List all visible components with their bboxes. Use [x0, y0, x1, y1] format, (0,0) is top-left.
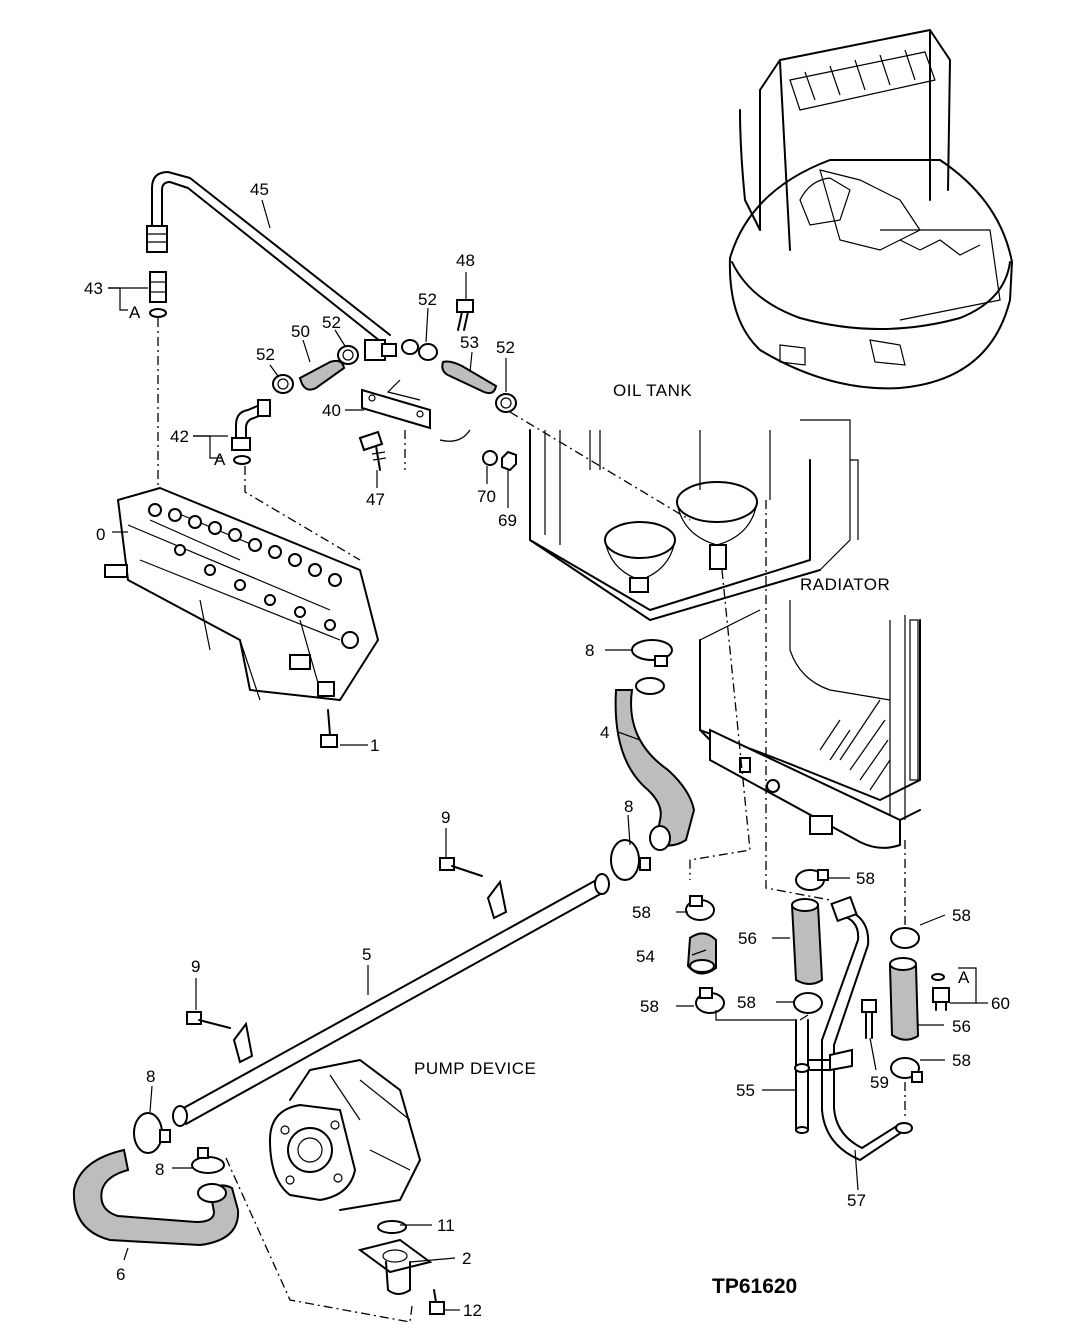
callout-47: 47: [366, 490, 385, 509]
callout-12: 12: [463, 1301, 482, 1320]
leader-lines: [108, 199, 988, 1311]
callout-42: 42: [170, 427, 189, 446]
pump-device: [268, 1059, 445, 1315]
callout-52-right: 52: [496, 338, 515, 357]
pipe-45: [146, 171, 391, 346]
hose-6: [72, 1147, 240, 1247]
radiator-label: RADIATOR: [800, 575, 890, 594]
callout-54: 54: [636, 947, 655, 966]
callout-58-right-bottom: 58: [952, 1051, 971, 1070]
radiator: [699, 600, 921, 849]
callout-52-left: 52: [256, 345, 275, 364]
callout-0: 0: [96, 525, 105, 544]
drawing-code: TP61620: [712, 1275, 797, 1298]
callout-8-tank: 8: [585, 641, 594, 660]
hose-4: [610, 639, 696, 881]
fitting-43: [149, 271, 167, 318]
callout-8-pump: 8: [155, 1160, 164, 1179]
callout-58-left-bottom: 58: [640, 997, 659, 1016]
oil-tank-label: OIL TANK: [613, 381, 692, 400]
callout-50: 50: [291, 322, 310, 341]
callout-57: 57: [847, 1191, 866, 1210]
callout-48: 48: [456, 251, 475, 270]
callout-58-left-top: 58: [632, 903, 651, 922]
callout-55: 55: [736, 1081, 755, 1100]
callout-43: 43: [84, 279, 103, 298]
excavator-overview: [728, 29, 1013, 390]
oil-tank: [529, 419, 859, 621]
callout-58-radiator: 58: [856, 869, 875, 888]
hose-assembly-upper: [272, 299, 517, 472]
callout-numbers: 0 1 2 4 5 6 8 8 8 8 9 9 11 12 40 42 43 4…: [84, 180, 1010, 1320]
section-labels: OIL TANK RADIATOR PUMP DEVICE TP61620: [414, 381, 890, 1298]
callout-69: 69: [498, 511, 517, 530]
control-valve-0: [104, 487, 379, 748]
callout-40: 40: [322, 401, 341, 420]
callout-58-mid: 58: [737, 993, 756, 1012]
pipe-5: [133, 857, 610, 1154]
callout-8-mid: 8: [624, 797, 633, 816]
callout-45: 45: [250, 180, 269, 199]
callout-53: 53: [460, 333, 479, 352]
callout-52-mid: 52: [322, 313, 341, 332]
callout-9-lower: 9: [191, 957, 200, 976]
callout-58-right-top: 58: [952, 906, 971, 925]
callout-4: 4: [600, 723, 609, 742]
callout-59: 59: [870, 1073, 889, 1092]
pump-device-label: PUMP DEVICE: [414, 1059, 536, 1078]
callout-5: 5: [362, 945, 371, 964]
ref-mark-a-43: A: [129, 303, 141, 322]
ref-mark-a-60: A: [958, 968, 970, 987]
callout-70: 70: [477, 487, 496, 506]
ref-mark-a-42: A: [214, 450, 226, 469]
callout-2: 2: [462, 1249, 471, 1268]
callout-9-upper: 9: [441, 808, 450, 827]
lower-hoses: [685, 869, 950, 1161]
callout-8-pipe: 8: [146, 1067, 155, 1086]
callout-52-upper: 52: [418, 290, 437, 309]
callout-11: 11: [437, 1216, 455, 1235]
fitting-42: [231, 399, 271, 465]
callout-1: 1: [370, 736, 379, 755]
callout-56-right: 56: [952, 1017, 971, 1036]
connection-lines: [157, 318, 906, 1323]
callout-6: 6: [116, 1265, 125, 1284]
callout-60: 60: [991, 994, 1010, 1013]
reference-marks: A A A: [129, 303, 970, 987]
callout-56-left: 56: [738, 929, 757, 948]
